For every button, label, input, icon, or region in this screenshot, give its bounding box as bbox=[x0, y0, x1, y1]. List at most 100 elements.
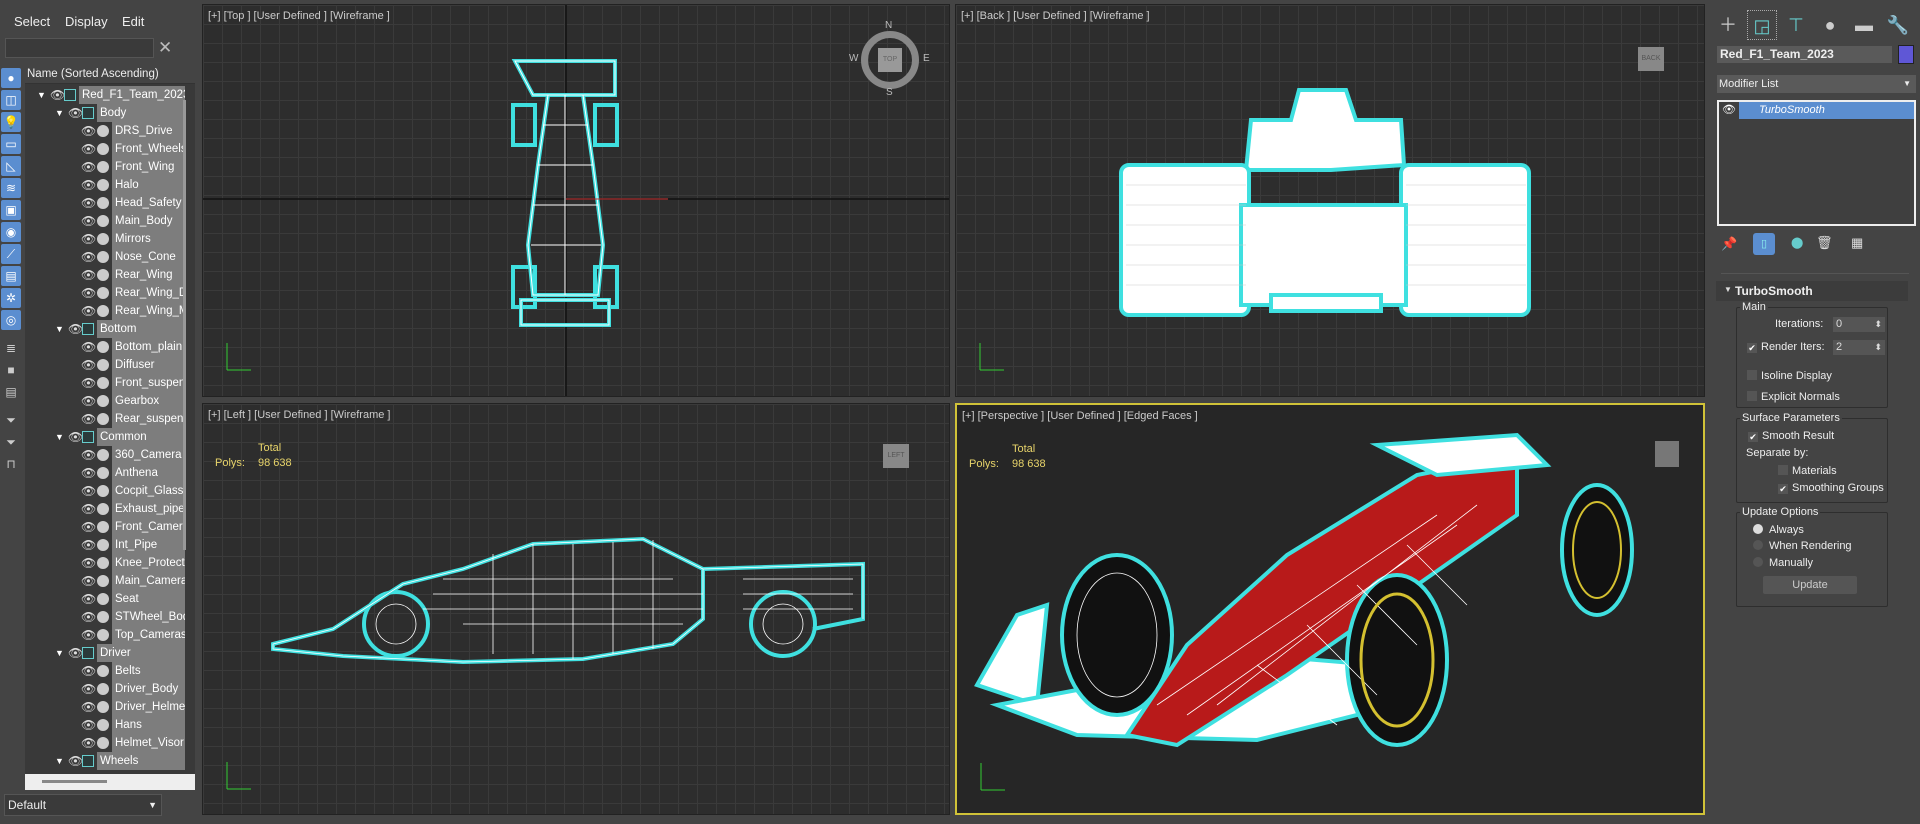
square-icon[interactable]: ■ bbox=[7, 363, 15, 377]
motion-tab-icon[interactable]: ● bbox=[1824, 15, 1836, 35]
column-header-name[interactable]: Name (Sorted Ascending) bbox=[25, 64, 195, 84]
tree-item[interactable]: 👁Bottom_plain bbox=[25, 338, 185, 356]
eye-icon[interactable]: 👁 bbox=[81, 214, 97, 228]
tree-item[interactable]: 👁Int_Pipe bbox=[25, 536, 185, 554]
tree-item[interactable]: ▼👁Wheels bbox=[25, 752, 185, 770]
eye-icon[interactable]: 👁 bbox=[81, 358, 97, 372]
eye-icon[interactable]: 👁 bbox=[68, 106, 84, 120]
render-iters-spinner[interactable]: 2 bbox=[1833, 340, 1885, 355]
eye-icon[interactable]: 👁 bbox=[81, 160, 97, 174]
expand-triangle-icon[interactable]: ▼ bbox=[37, 90, 46, 100]
eye-icon[interactable]: 👁 bbox=[81, 232, 97, 246]
tree-item[interactable]: 👁Top_Cameras bbox=[25, 626, 185, 644]
expand-triangle-icon[interactable]: ▼ bbox=[55, 756, 64, 766]
tree-item[interactable]: 👁Rear_suspent bbox=[25, 410, 185, 428]
eye-icon[interactable]: 👁 bbox=[81, 538, 97, 552]
spacewarps-filter-icon[interactable]: ≋ bbox=[1, 178, 21, 198]
eye-icon[interactable]: 👁 bbox=[1722, 104, 1736, 116]
eye-icon[interactable]: 👁 bbox=[81, 556, 97, 570]
eye-icon[interactable]: 👁 bbox=[81, 394, 97, 408]
eye-icon[interactable]: 👁 bbox=[81, 142, 97, 156]
groups-filter-icon[interactable]: ▣ bbox=[1, 200, 21, 220]
tree-vertical-scrollbar[interactable] bbox=[183, 100, 186, 550]
expand-triangle-icon[interactable]: ▼ bbox=[55, 648, 64, 658]
expand-triangle-icon[interactable]: ▼ bbox=[55, 432, 64, 442]
eye-icon[interactable]: 👁 bbox=[81, 718, 97, 732]
tree-item[interactable]: 👁Driver_Body bbox=[25, 680, 185, 698]
expand-triangle-icon[interactable]: ▼ bbox=[55, 108, 64, 118]
layer-icon[interactable]: ⊓ bbox=[6, 457, 16, 471]
viewcube[interactable]: BACK bbox=[1638, 47, 1664, 71]
eye-icon[interactable]: 👁 bbox=[81, 124, 97, 138]
update-button[interactable]: Update bbox=[1763, 576, 1857, 594]
tree-horizontal-scrollbar[interactable] bbox=[25, 774, 195, 790]
viewcube[interactable]: TOP bbox=[878, 48, 902, 72]
tree-item[interactable]: 👁Anthena bbox=[25, 464, 185, 482]
eye-icon[interactable]: 👁 bbox=[81, 412, 97, 426]
tree-item[interactable]: ▼👁Red_F1_Team_2023 bbox=[25, 86, 185, 104]
make-unique-icon[interactable]: ⬤ bbox=[1791, 237, 1804, 249]
eye-icon[interactable]: 👁 bbox=[81, 340, 97, 354]
eye-icon[interactable]: 👁 bbox=[50, 88, 66, 102]
helpers-filter-icon[interactable]: ◺ bbox=[1, 156, 21, 176]
materials-checkbox[interactable]: Materials bbox=[1778, 465, 1837, 477]
tree-item[interactable]: 👁Front_Wheels bbox=[25, 140, 185, 158]
eye-icon[interactable]: 👁 bbox=[81, 178, 97, 192]
eye-icon[interactable]: 👁 bbox=[68, 430, 84, 444]
tree-item[interactable]: ▼👁Body bbox=[25, 104, 185, 122]
eye-icon[interactable]: 👁 bbox=[81, 250, 97, 264]
viewport-top[interactable]: [+] [Top ] [User Defined ] [Wireframe ] … bbox=[202, 4, 950, 397]
clear-search-icon[interactable]: ✕ bbox=[158, 38, 173, 57]
tree-item[interactable]: 👁Rear_Wing_M bbox=[25, 302, 185, 320]
tree-item[interactable]: 👁Nose_Cone bbox=[25, 248, 185, 266]
tree-item[interactable]: 👁Rear_Wing_D bbox=[25, 284, 185, 302]
viewcube[interactable] bbox=[1655, 441, 1679, 467]
explorer-search-input[interactable] bbox=[5, 38, 154, 58]
eye-icon[interactable]: 👁 bbox=[81, 448, 97, 462]
tree-item[interactable]: 👁STWheel_Bod bbox=[25, 608, 185, 626]
radio-when-rendering[interactable]: When Rendering bbox=[1753, 540, 1852, 552]
containers-filter-icon[interactable]: ▤ bbox=[1, 266, 21, 286]
xrefs-filter-icon[interactable]: ◉ bbox=[1, 222, 21, 242]
tree-item[interactable]: ▼👁Driver bbox=[25, 644, 185, 662]
eye-icon[interactable]: 👁 bbox=[68, 754, 84, 768]
viewcube[interactable]: LEFT bbox=[883, 444, 909, 468]
eye-icon[interactable]: 👁 bbox=[81, 376, 97, 390]
tree-item[interactable]: 👁Helmet_Visor bbox=[25, 734, 185, 752]
tree-item[interactable]: 👁Exhaust_pipe bbox=[25, 500, 185, 518]
eye-icon[interactable]: 👁 bbox=[81, 574, 97, 588]
remove-modifier-trash-icon[interactable]: 🗑 bbox=[1816, 235, 1833, 250]
show-end-result-icon[interactable]: ▯ bbox=[1753, 233, 1775, 255]
layer-dropdown[interactable]: Default▼ bbox=[4, 794, 162, 816]
scroll-thumb[interactable] bbox=[42, 780, 107, 783]
eye-icon[interactable]: 👁 bbox=[81, 304, 97, 318]
tree-item[interactable]: 👁Front_Wing bbox=[25, 158, 185, 176]
viewport-back[interactable]: [+] [Back ] [User Defined ] [Wireframe ]… bbox=[955, 4, 1705, 397]
render-iters-checkbox[interactable]: ✔Render Iters: bbox=[1747, 341, 1825, 353]
hidden-filter-icon[interactable]: ◎ bbox=[1, 310, 21, 330]
viewcube-compass[interactable] bbox=[861, 31, 919, 89]
viewport-label[interactable]: [+] [Back ] [User Defined ] [Wireframe ] bbox=[961, 10, 1150, 22]
shapes-filter-icon[interactable]: ◫ bbox=[1, 90, 21, 110]
expand-triangle-icon[interactable]: ▼ bbox=[55, 324, 64, 334]
eye-icon[interactable]: 👁 bbox=[81, 286, 97, 300]
eye-icon[interactable]: 👁 bbox=[81, 268, 97, 282]
eye-icon[interactable]: 👁 bbox=[81, 700, 97, 714]
bones-filter-icon[interactable]: ⟋ bbox=[1, 244, 21, 264]
tree-item[interactable]: 👁Front_Camera bbox=[25, 518, 185, 536]
tree-item[interactable]: 👁Head_Safety bbox=[25, 194, 185, 212]
modify-tab-icon[interactable]: ◲ bbox=[1747, 10, 1777, 40]
list-icon[interactable]: ≣ bbox=[5, 341, 17, 355]
rollout-header[interactable]: ▼ TurboSmooth bbox=[1716, 281, 1908, 301]
geometry-filter-icon[interactable]: ● bbox=[1, 68, 21, 88]
eye-icon[interactable]: 👁 bbox=[81, 736, 97, 750]
tree-item[interactable]: 👁Belts bbox=[25, 662, 185, 680]
viewport-label[interactable]: [+] [Left ] [User Defined ] [Wireframe ] bbox=[208, 409, 391, 421]
object-color-swatch[interactable] bbox=[1898, 45, 1914, 64]
cameras-filter-icon[interactable]: ▭ bbox=[1, 134, 21, 154]
eye-icon[interactable]: 👁 bbox=[81, 520, 97, 534]
viewport-label[interactable]: [+] [Perspective ] [User Defined ] [Edge… bbox=[962, 410, 1198, 422]
viewport-label[interactable]: [+] [Top ] [User Defined ] [Wireframe ] bbox=[208, 10, 390, 22]
tree-item[interactable]: 👁Driver_Helme bbox=[25, 698, 185, 716]
filter-settings-icon[interactable]: ⏷ bbox=[6, 413, 16, 427]
